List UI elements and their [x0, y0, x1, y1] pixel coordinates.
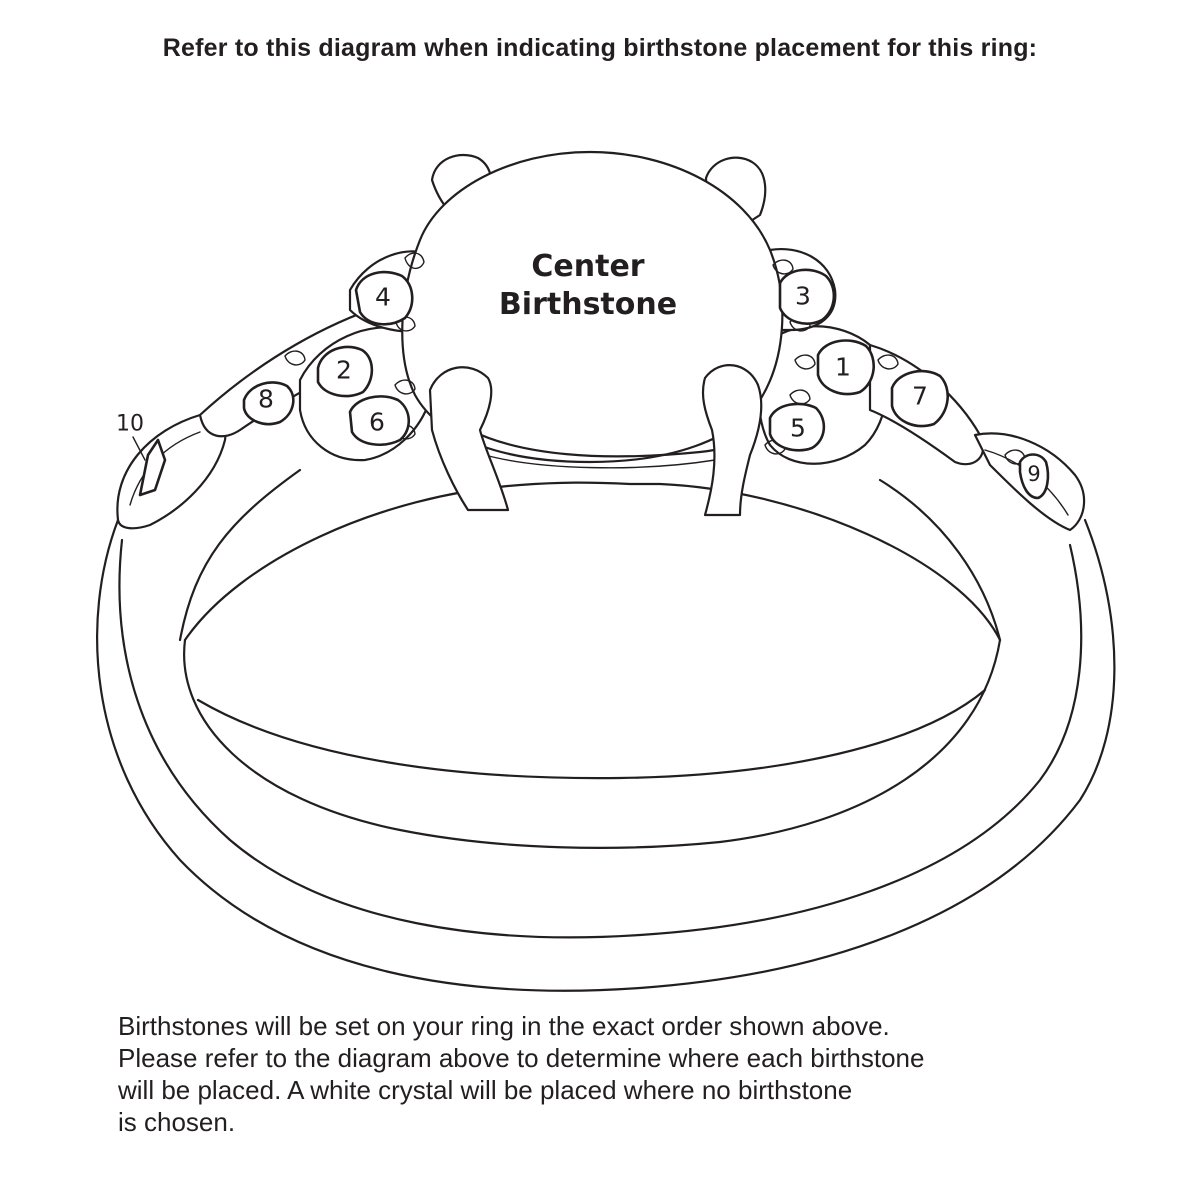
stone-3 [778, 268, 836, 325]
placement-instructions: Birthstones will be set on your ring in … [118, 1010, 1118, 1138]
center-gallery-lower [484, 454, 716, 469]
stone-8-label: 8 [258, 385, 274, 414]
left-outer-setting [116, 413, 227, 530]
ring-inner-shadow [196, 688, 987, 780]
instructions-line-1: Birthstones will be set on your ring in … [118, 1011, 890, 1041]
stone-7 [890, 369, 949, 428]
stone-1-label: 1 [835, 353, 851, 382]
ring-inner-opening-lower [183, 638, 1002, 849]
ring-inner-opening [183, 481, 1002, 642]
stone-10-label: 10 [116, 412, 144, 437]
stone-9-label: 9 [1027, 462, 1040, 486]
ring-band-outer [96, 518, 1116, 992]
prong-front-left [428, 366, 510, 512]
center-birthstone-label-line2: Birthstone [499, 287, 677, 322]
stone-6-label: 6 [369, 408, 385, 437]
stone-8 [242, 381, 295, 426]
stone-7-label: 7 [912, 382, 928, 411]
instructions-line-4: is chosen. [118, 1107, 236, 1137]
stone-9 [1018, 453, 1050, 500]
ring-shoulder-right [878, 478, 1002, 642]
stone-4 [354, 270, 414, 326]
center-birthstone-label-line1: Center [531, 249, 644, 284]
stone-5-label: 5 [790, 414, 806, 443]
stone-10-gem [138, 438, 167, 497]
instructions-line-3: will be placed. A white crystal will be … [118, 1075, 853, 1105]
stone-2 [316, 345, 374, 398]
ring-band-lower-edge [118, 538, 1083, 939]
stone-1 [816, 339, 875, 396]
stone-5 [768, 402, 826, 452]
page-title: Refer to this diagram when indicating bi… [162, 34, 1038, 62]
prong-front-right [701, 364, 763, 517]
stone-4-label: 4 [375, 283, 391, 312]
stone-2-label: 2 [336, 356, 352, 385]
stone-10-leader [132, 436, 146, 461]
instructions-line-2: Please refer to the diagram above to det… [118, 1043, 925, 1073]
stone-6 [348, 395, 411, 446]
ring-shoulder-left [178, 468, 302, 642]
stone-3-label: 3 [795, 282, 811, 311]
